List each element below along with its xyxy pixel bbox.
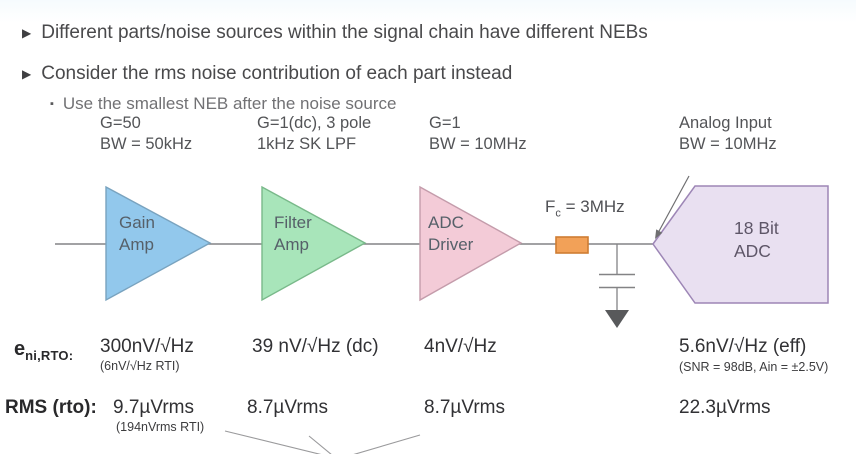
filter-amp-label: Filter Amp (274, 212, 312, 256)
bullet-triangle-icon: ▶ (22, 67, 32, 81)
eni-note-gain-amp: (6nV/√Hz RTI) (100, 359, 180, 373)
gain-amp-label-line1: Gain (119, 213, 155, 232)
resistor-shape (555, 236, 589, 254)
gain-amp-spec-line2: BW = 50kHz (100, 135, 193, 153)
analog-input-arrow-line (657, 175, 690, 234)
eni-label-sub: ni,RTO: (25, 348, 74, 363)
rms-value-filter-amp: 8.7µVrms (247, 397, 328, 418)
eni-note-adc: (SNR = 98dB, Ain = ±2.5V) (679, 360, 829, 374)
sub-bullet-text: Use the smallest NEB after the noise sou… (62, 94, 397, 113)
adc-label-line1: 18 Bit (734, 218, 779, 238)
rms-value-adc: 22.3µVrms (679, 397, 771, 418)
sub-bullet-item: ▪ Use the smallest NEB after the noise s… (50, 93, 396, 115)
gain-amp-spec: G=50 BW = 50kHz (100, 113, 192, 155)
analog-input-spec: Analog Input BW = 10MHz (679, 113, 777, 155)
filter-amp-shape (261, 185, 367, 302)
eni-value-gain-amp: 300nV/√Hz (100, 336, 194, 357)
callout-line-3 (353, 434, 421, 454)
fc-sub: c (555, 207, 561, 220)
square-bullet-icon: ▪ (50, 98, 54, 110)
analog-input-arrowhead-icon (655, 229, 663, 239)
filter-amp-spec-line2: 1kHz SK LPF (257, 135, 357, 153)
cutoff-frequency-label: Fc = 3MHz (545, 197, 625, 219)
adc-driver-spec: G=1 BW = 10MHz (429, 113, 527, 155)
bullet-text-1: Different parts/noise sources within the… (41, 22, 648, 43)
filter-amp-label-line1: Filter (274, 213, 312, 232)
adc-driver-spec-line1: G=1 (429, 114, 461, 132)
ground-arrow-icon (605, 310, 629, 328)
rms-note-gain-amp: (194nVrms RTI) (116, 420, 205, 434)
eni-value-adc-driver: 4nV/√Hz (424, 336, 497, 357)
filter-amp-spec-line1: G=1(dc), 3 pole (257, 114, 372, 132)
fc-rest: = 3MHz (560, 197, 625, 216)
adc-shape (652, 185, 829, 304)
fc-base: F (545, 197, 556, 216)
rms-row-label: RMS (rto): (5, 397, 97, 418)
callout-line-2 (308, 435, 332, 454)
gain-amp-label: Gain Amp (119, 212, 155, 256)
filter-amp-spec: G=1(dc), 3 pole 1kHz SK LPF (257, 113, 371, 155)
eni-rto-row-label: eni,RTO: (14, 338, 73, 363)
adc-label-line2: ADC (734, 241, 771, 261)
analog-input-spec-line1: Analog Input (679, 114, 772, 132)
eni-value-filter-amp: 39 nV/√Hz (dc) (252, 336, 379, 357)
adc-label: 18 Bit ADC (734, 217, 779, 263)
gain-amp-label-line2: Amp (119, 235, 154, 254)
bullet-item-2: ▶ Consider the rms noise contribution of… (22, 62, 512, 86)
adc-driver-label: ADC Driver (428, 212, 473, 256)
adc-driver-label-line2: Driver (428, 235, 474, 254)
eni-label-base: e (14, 338, 26, 360)
callout-line-1 (224, 430, 322, 454)
adc-driver-spec-line2: BW = 10MHz (429, 135, 527, 153)
filter-amp-label-line2: Amp (274, 235, 309, 254)
gain-amp-spec-line1: G=50 (100, 114, 141, 132)
rms-value-adc-driver: 8.7µVrms (424, 397, 505, 418)
bullet-triangle-icon: ▶ (22, 26, 32, 40)
bullet-item-1: ▶ Different parts/noise sources within t… (22, 21, 648, 45)
bullet-text-2: Consider the rms noise contribution of e… (41, 63, 513, 84)
rms-value-gain-amp: 9.7µVrms (113, 397, 194, 418)
gain-amp-shape (105, 185, 212, 302)
analog-input-spec-line2: BW = 10MHz (679, 135, 777, 153)
adc-driver-label-line1: ADC (428, 213, 464, 232)
adc-driver-shape (419, 185, 523, 302)
eni-value-adc: 5.6nV/√Hz (eff) (679, 336, 807, 357)
